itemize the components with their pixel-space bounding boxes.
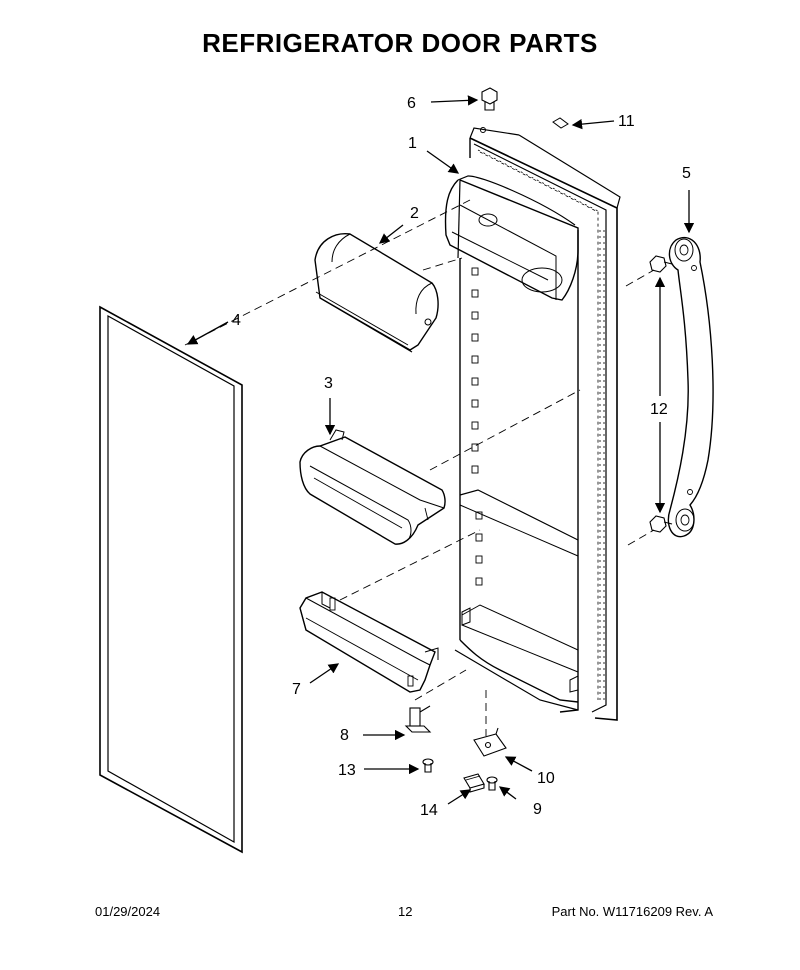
bottom-hinge-pin bbox=[404, 705, 432, 733]
door-assembly bbox=[444, 127, 621, 721]
page-title: REFRIGERATOR DOOR PARTS bbox=[202, 28, 598, 58]
lower-door-shelf bbox=[299, 591, 439, 693]
callout-10: 10 bbox=[537, 770, 555, 787]
callout-arrows bbox=[186, 95, 695, 805]
door-gasket bbox=[99, 305, 243, 854]
dairy-door bbox=[314, 233, 439, 353]
hinge-cap bbox=[481, 87, 498, 111]
footer-date: 01/29/2024 bbox=[95, 904, 161, 919]
callout-7: 7 bbox=[292, 681, 301, 698]
callout-12: 12 bbox=[650, 401, 668, 418]
alignment-lines bbox=[184, 199, 655, 736]
callout-2: 2 bbox=[410, 205, 419, 222]
handle-mounting-screw-bottom bbox=[649, 515, 673, 533]
callout-5: 5 bbox=[682, 165, 691, 182]
callout-3: 3 bbox=[324, 375, 333, 392]
callout-6: 6 bbox=[407, 95, 416, 112]
door-handle bbox=[667, 236, 714, 538]
door-bin bbox=[299, 429, 446, 545]
footer-page-number: 12 bbox=[398, 904, 413, 919]
callout-11: 11 bbox=[618, 113, 635, 130]
hinge-shim bbox=[552, 117, 569, 129]
callout-1: 1 bbox=[408, 135, 417, 152]
callout-9: 9 bbox=[533, 801, 542, 818]
callout-14: 14 bbox=[420, 802, 438, 819]
callout-8: 8 bbox=[340, 727, 349, 744]
footer-part-number: Part No. W11716209 Rev. A bbox=[551, 904, 713, 919]
bracket-screw bbox=[486, 776, 498, 791]
handle-mounting-screw-top bbox=[649, 255, 673, 273]
hinge-screw bbox=[422, 758, 434, 773]
callout-4: 4 bbox=[232, 312, 241, 329]
door-closer-bracket bbox=[473, 727, 507, 757]
door-stop bbox=[463, 773, 485, 793]
callout-13: 13 bbox=[338, 762, 356, 779]
